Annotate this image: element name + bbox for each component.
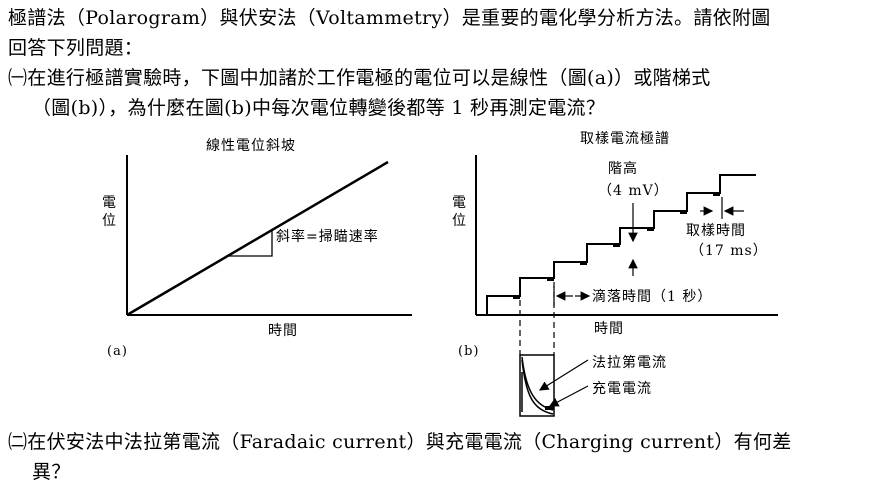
figure-b-ylabel-2: 位 bbox=[452, 213, 467, 229]
charging-label-pointer bbox=[548, 385, 589, 407]
figure-b-step-value: （4 mV） bbox=[598, 183, 669, 199]
figure-b-charging-label: 充電電流 bbox=[592, 381, 652, 397]
figure-b-drop-time-label: 滴落時間（1 秒） bbox=[592, 289, 713, 305]
question-2-line-2: 異？ bbox=[32, 461, 71, 483]
figure-b-step-label: 階高 bbox=[608, 161, 638, 177]
question-1-line-1: ㈠在進行極譜實驗時，下圖中加諸於工作電極的電位可以是線性（圖(a)）或階梯式 bbox=[8, 67, 711, 89]
question-1-line-2: （圖(b)），為什麼在圖(b)中每次電位轉變後都等 1 秒再測定電流？ bbox=[32, 97, 606, 119]
question-2-line-1: ㈡在伏安法中法拉第電流（Faradaic current）與充電電流（Charg… bbox=[8, 431, 792, 453]
figure-b-sample-label: 取樣時間 bbox=[686, 223, 746, 239]
faradaic-label-pointer bbox=[538, 359, 589, 391]
figure-b-sample-marks bbox=[513, 193, 720, 299]
figure-b-panel-label: (b) bbox=[458, 344, 480, 359]
figure-b-sample-value: （17 ms） bbox=[690, 243, 768, 259]
figure-b-title: 取樣電流極譜 bbox=[580, 131, 670, 147]
figure-a-plot bbox=[126, 155, 412, 317]
figure-b-xlabel: 時間 bbox=[594, 321, 624, 337]
figure-a-ramp-line bbox=[126, 160, 389, 317]
figure-a-title: 線性電位斜坡 bbox=[206, 138, 296, 154]
figure-a-slope-label: 斜率=掃瞄速率 bbox=[276, 229, 379, 245]
figure-a-ylabel-1: 電 bbox=[102, 195, 117, 211]
figure-a-xlabel: 時間 bbox=[268, 323, 298, 339]
figure-a-ylabel-2: 位 bbox=[102, 213, 117, 229]
figure-a-panel-label: (a) bbox=[107, 344, 128, 359]
inset-sample-mark bbox=[545, 406, 554, 410]
intro-line-2: 回答下列問題： bbox=[8, 37, 144, 59]
figure-b-plot bbox=[475, 155, 778, 417]
charging-current-curve bbox=[521, 359, 554, 415]
figure-b-ylabel-1: 電 bbox=[452, 195, 467, 211]
intro-line-1: 極譜法（Polarogram）與伏安法（Voltammetry）是重要的電化學分… bbox=[8, 7, 771, 29]
figure-a-slope-triangle bbox=[226, 229, 273, 257]
current-inset-box bbox=[519, 354, 555, 417]
figure-b-faradaic-label: 法拉第電流 bbox=[592, 355, 667, 371]
